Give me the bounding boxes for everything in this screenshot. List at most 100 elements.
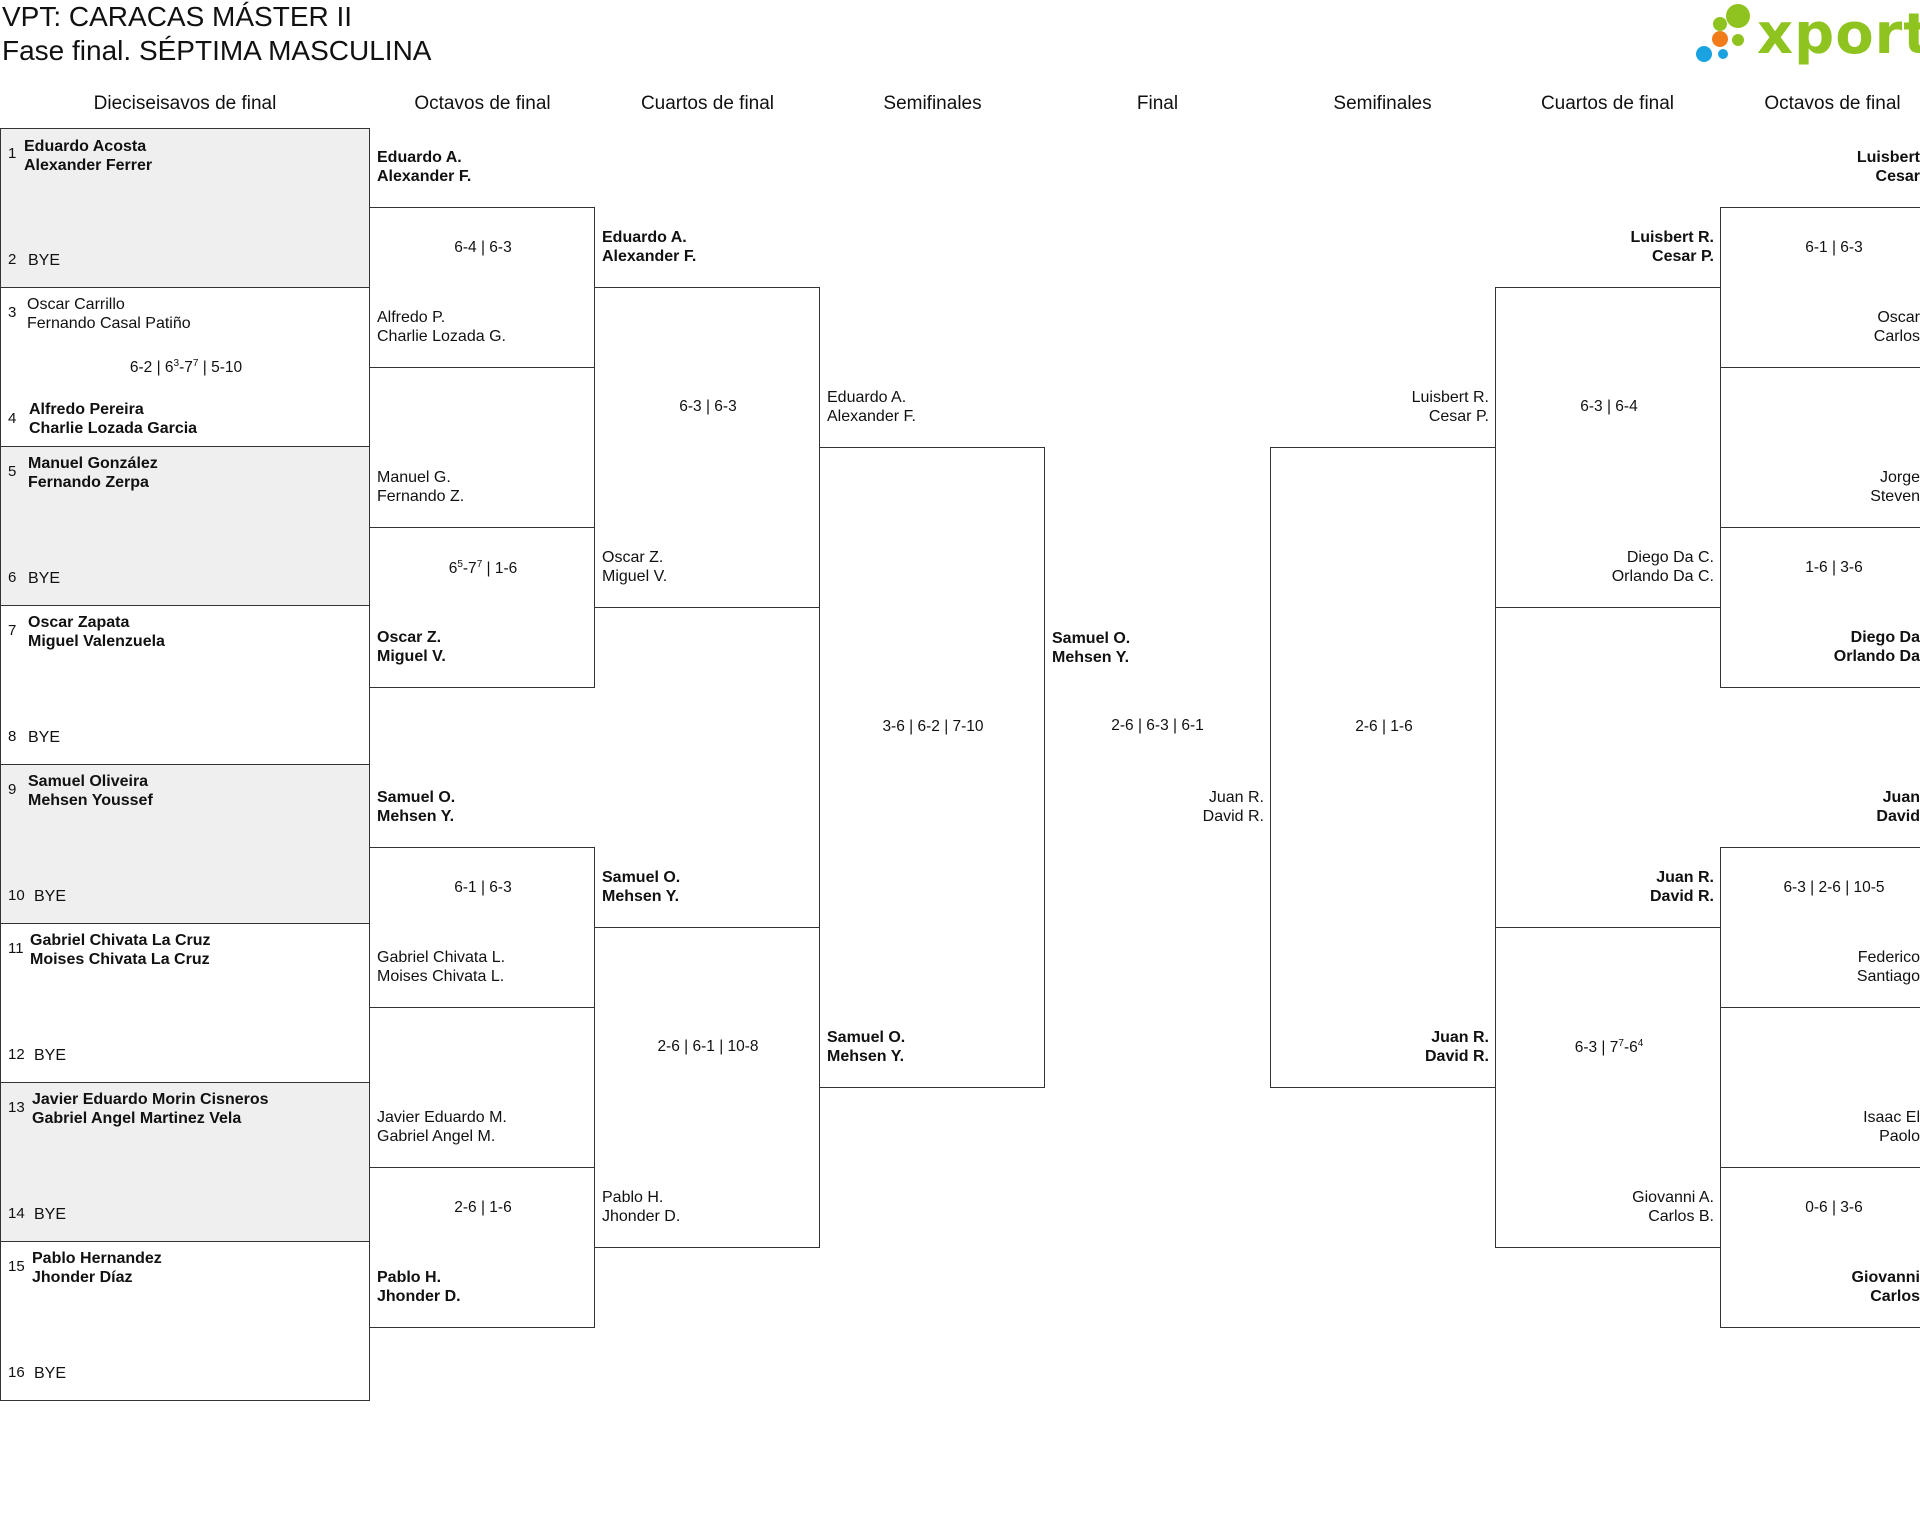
team-name: Juan R. [1431, 1029, 1489, 1046]
team-name: Fernando Z. [377, 488, 465, 505]
seed-number: 9 [8, 781, 17, 798]
team-name: Juan [1882, 789, 1920, 806]
col-header-qf-right: Cuartos de final [1540, 93, 1675, 114]
player-name: Moises Chivata La Cruz [30, 951, 210, 968]
team-name: Luisbert R. [1411, 389, 1489, 406]
r16-right-match-4: 0-6 | 3-6 [1720, 1167, 1920, 1328]
col-header-sf-right: Semifinales [1333, 93, 1432, 114]
team-name: Diego Da C. [1626, 549, 1714, 566]
team-name: Paolo [1879, 1128, 1920, 1145]
team-name: David R. [1649, 888, 1714, 905]
finalist-name: Juan R. [1208, 789, 1264, 806]
bye-label: BYE [28, 252, 61, 269]
seed-number: 4 [8, 410, 17, 427]
seed-number: 1 [8, 145, 17, 162]
bye-label: BYE [28, 570, 61, 587]
qf-right-match-2: 6-3 | 77-64 [1495, 927, 1721, 1248]
team-name: Isaac El [1863, 1109, 1920, 1126]
match-score: 1-6 | 3-6 [1805, 559, 1863, 576]
player-name: Samuel Oliveira [28, 773, 149, 790]
final-score: 2-6 | 6-3 | 6-1 [1111, 717, 1204, 734]
logo-dots-icon [1696, 4, 1750, 62]
team-name: Miguel V. [377, 648, 446, 665]
seed-number: 6 [8, 569, 17, 586]
team-name: Jhonder D. [377, 1288, 461, 1305]
team-name: Samuel O. [827, 1029, 906, 1046]
team-name: Eduardo A. [602, 229, 687, 246]
col-header-r32: Dieciseisavos de final [93, 93, 277, 114]
player-name: Javier Eduardo Morin Cisneros [32, 1091, 269, 1108]
r16-left-match-1: 6-4 | 6-3 [369, 207, 595, 368]
match-score: 6-3 | 2-6 | 10-5 [1783, 879, 1885, 896]
r16-right-match-2: 1-6 | 3-6 [1720, 527, 1920, 688]
team-name: Carlos [1873, 328, 1920, 345]
player-name: Mehsen Youssef [28, 792, 153, 809]
col-header-final: Final [1136, 93, 1179, 114]
col-header-sf-left: Semifinales [883, 93, 982, 114]
team-name: Charlie Lozada G. [377, 328, 506, 345]
match-score: 3-6 | 6-2 | 7-10 [882, 718, 984, 735]
r16-left-match-3: 6-1 | 6-3 [369, 847, 595, 1008]
team-name: Mehsen Y. [602, 888, 680, 905]
match-score: 6-3 | 6-3 [679, 398, 737, 415]
player-name: Fernando Casal Patiño [27, 315, 191, 332]
r32-match-4: 7 Oscar Zapata Miguel Valenzuela 8 BYE [0, 605, 370, 765]
bye-label: BYE [34, 1206, 67, 1223]
team-name: Giovanni A. [1632, 1189, 1714, 1206]
team-name: Carlos B. [1648, 1208, 1714, 1225]
seed-number: 14 [8, 1205, 25, 1222]
player-name: Pablo Hernandez [32, 1250, 162, 1267]
phase-subtitle: Fase final. SÉPTIMA MASCULINA [2, 35, 432, 66]
r32-match-1: 1 Eduardo Acosta Alexander Ferrer 2 BYE [0, 128, 370, 288]
player-name: Miguel Valenzuela [28, 633, 165, 650]
col-header-r16-right: Octavos de final [1764, 93, 1901, 114]
seed-number: 8 [8, 728, 17, 745]
team-name: Luisbert [1856, 149, 1920, 166]
bye-label: BYE [34, 1047, 67, 1064]
r32-match-8: 15 Pablo Hernandez Jhonder Díaz 16 BYE [0, 1241, 370, 1401]
seed-number: 5 [8, 463, 17, 480]
player-name: Eduardo Acosta [24, 138, 147, 155]
finalist-name: Samuel O. [1052, 630, 1131, 647]
match-score: 6-3 | 6-4 [1580, 398, 1638, 415]
team-name: Mehsen Y. [377, 808, 455, 825]
seed-number: 7 [8, 622, 17, 639]
r32-match-7: 13 Javier Eduardo Morin Cisneros Gabriel… [0, 1082, 370, 1242]
team-name: Jorge [1879, 469, 1920, 486]
match-score: 6-4 | 6-3 [454, 239, 512, 256]
player-name: Jhonder Díaz [32, 1269, 133, 1286]
finalist-name: David R. [1202, 808, 1264, 825]
team-name: Jhonder D. [602, 1208, 681, 1225]
team-name: Oscar Z. [602, 549, 664, 566]
sf-left-match: 3-6 | 6-2 | 7-10 [819, 447, 1045, 1088]
team-name: Pablo H. [377, 1269, 442, 1286]
bye-label: BYE [34, 1365, 67, 1382]
team-name: Alexander F. [377, 168, 472, 185]
finalist-name: Mehsen Y. [1052, 649, 1130, 666]
match-score: 6-3 | 77-64 [1574, 1038, 1644, 1057]
team-name: Manuel G. [377, 469, 451, 486]
r16-right-match-1: 6-1 | 6-3 [1720, 207, 1920, 368]
player-name: Alexander Ferrer [24, 157, 153, 174]
xporty-logo[interactable]: xporty [1690, 0, 1920, 70]
sf-right-match: 2-6 | 1-6 [1270, 447, 1496, 1088]
team-name: Gabriel Chivata L. [377, 949, 506, 966]
match-score: 6-1 | 6-3 [1805, 239, 1863, 256]
seed-number: 12 [8, 1046, 25, 1063]
team-name: Oscar Z. [377, 629, 442, 646]
player-name: Alfredo Pereira [29, 401, 144, 418]
r16-left-match-2: 65-77 | 1-6 [369, 527, 595, 688]
team-name: Giovanni [1851, 1269, 1920, 1286]
r32-match-3: 5 Manuel González Fernando Zerpa 6 BYE [0, 446, 370, 606]
seed-number: 13 [8, 1099, 25, 1116]
seed-number: 10 [8, 887, 25, 904]
team-name: Cesar P. [1652, 248, 1714, 265]
team-name: Mehsen Y. [827, 1048, 905, 1065]
team-name: Cesar P. [1428, 408, 1489, 425]
team-name: Orlando Da [1833, 648, 1920, 665]
seed-number: 16 [8, 1364, 25, 1381]
team-name: Diego Da [1850, 629, 1920, 646]
team-name: Alexander F. [602, 248, 697, 265]
team-name: Samuel O. [602, 869, 681, 886]
team-name: Samuel O. [377, 789, 456, 806]
